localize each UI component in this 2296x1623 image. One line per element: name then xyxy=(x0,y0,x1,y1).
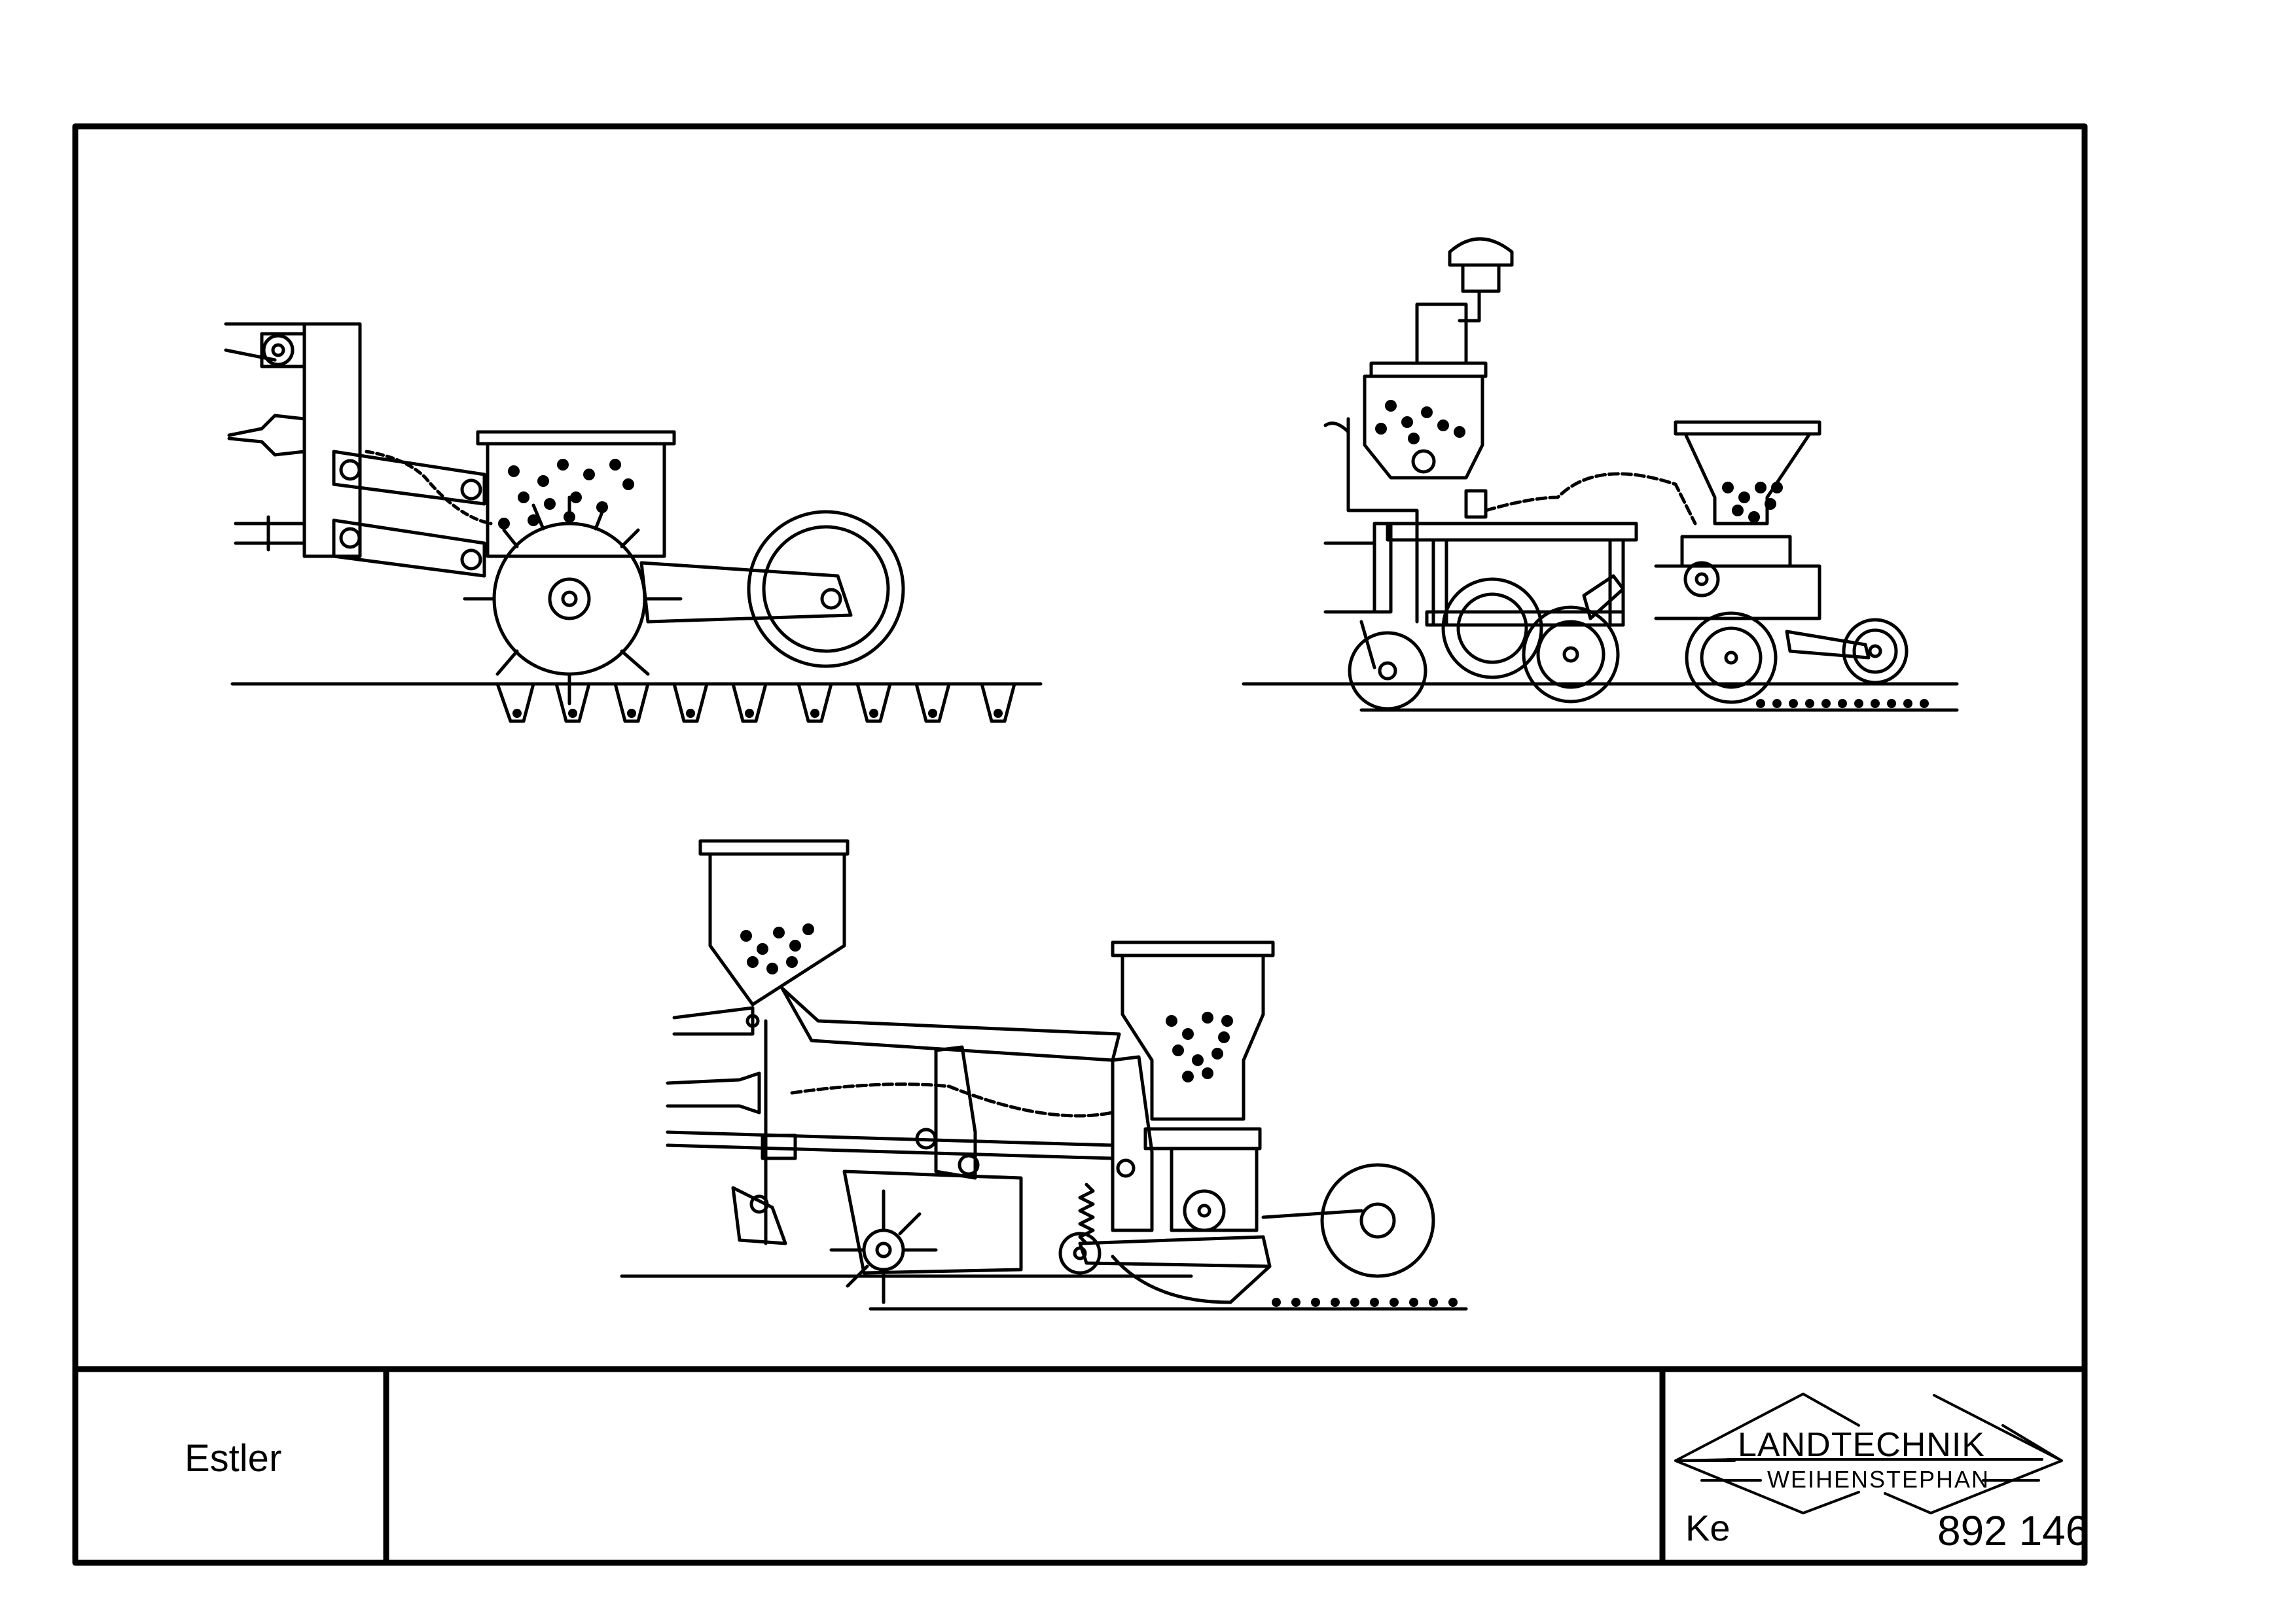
drawing-bottom xyxy=(620,839,1468,1311)
outer-frame xyxy=(72,123,2088,1566)
drawing-number: 892 146 xyxy=(1937,1507,2089,1554)
logo-line-1: LANDTECHNIK xyxy=(1738,1426,1985,1464)
drawing-top-right xyxy=(1242,237,1959,712)
logo-line-2: WEIHENSTEPHAN xyxy=(1767,1466,1990,1493)
drawing-top-left xyxy=(224,322,1043,723)
author-name: Estler xyxy=(185,1437,282,1480)
drawing-code: Ke xyxy=(1685,1507,1731,1548)
furrow-row xyxy=(495,682,1016,723)
landtechnik-logo xyxy=(1674,1393,2063,1514)
